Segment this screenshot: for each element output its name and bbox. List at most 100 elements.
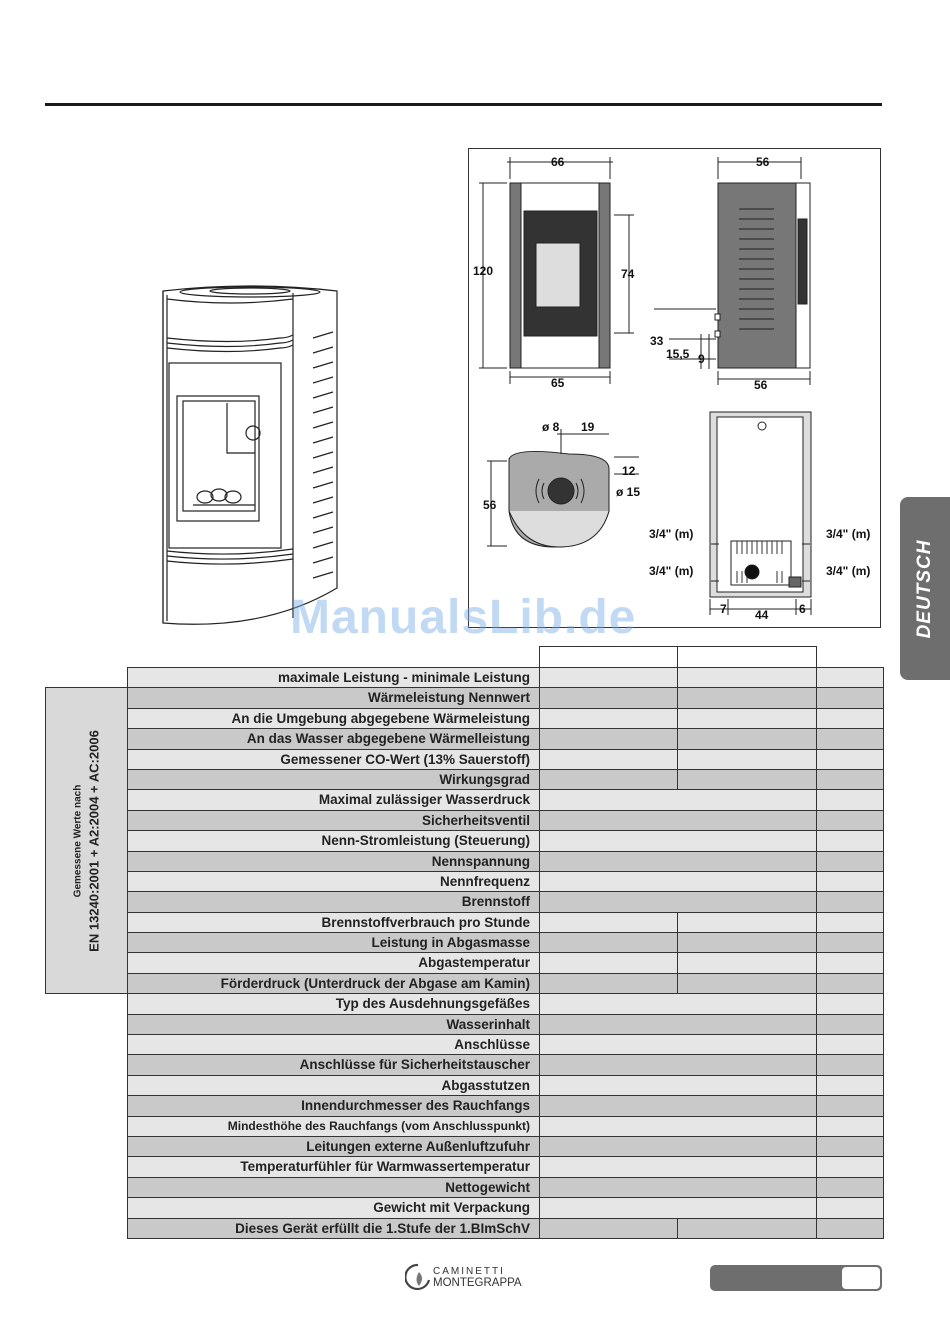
table-row: Wasserinhalt xyxy=(127,1013,884,1035)
value-cell xyxy=(539,688,677,708)
table-row: Nennfrequenz xyxy=(127,870,884,892)
watermark: ManualsLib.de xyxy=(290,591,637,644)
language-tab: DEUTSCH xyxy=(900,497,950,680)
unit-cell xyxy=(816,1136,884,1157)
value-cell xyxy=(539,1035,817,1055)
row-label: Mindesthöhe des Rauchfangs (vom Anschlus… xyxy=(127,1116,539,1136)
value-cell xyxy=(677,912,817,933)
unit-cell xyxy=(816,810,884,831)
unit-cell xyxy=(816,790,884,810)
flame-logo-icon xyxy=(404,1263,431,1291)
unit-cell xyxy=(816,994,884,1014)
dim-outlet-height: 33 xyxy=(650,334,664,348)
dimension-drawings: 66 120 74 65 56 56 33 15,5 9 ø 8 19 56 1… xyxy=(468,148,881,628)
row-label: Dieses Gerät erfüllt die 1.Stufe der 1.B… xyxy=(127,1218,539,1238)
table-row: Abgastemperatur xyxy=(127,952,884,973)
unit-cell xyxy=(816,1035,884,1055)
value-cell xyxy=(539,831,817,851)
table-row: Innendurchmesser des Rauchfangs xyxy=(127,1095,884,1116)
table-row: Leitungen externe Außenluftzufuhr xyxy=(127,1135,884,1157)
row-label: Gemessener CO-Wert (13% Sauerstoff) xyxy=(127,749,539,769)
value-cell xyxy=(677,749,817,769)
measurement-standard-panel: Gemessene Werte nach EN 13240:2001 + A2:… xyxy=(45,687,128,994)
brand-line2: MONTEGRAPPA xyxy=(433,1277,522,1289)
table-row: Anschlüsse xyxy=(127,1034,884,1055)
table-row: Brennstoffverbrauch pro Stunde xyxy=(127,911,884,933)
table-row: An die Umgebung abgegebene Wärmeleistung xyxy=(127,707,884,729)
row-end-border xyxy=(883,810,884,831)
row-label: maximale Leistung - minimale Leistung xyxy=(127,668,539,688)
row-label: Abgasstutzen xyxy=(127,1075,539,1096)
value-cell xyxy=(539,1055,817,1075)
value-cell xyxy=(539,953,677,973)
row-end-border xyxy=(883,1198,884,1218)
table-header-row xyxy=(127,646,884,667)
row-end-border xyxy=(883,1177,884,1198)
header-cell xyxy=(539,646,678,667)
table-row: Förderdruck (Unterdruck der Abgase am Ka… xyxy=(127,972,884,994)
row-end-border xyxy=(883,1157,884,1177)
value-cell xyxy=(539,973,677,994)
value-cell xyxy=(677,688,817,708)
row-label: An das Wasser abgegebene Wärmelleistung xyxy=(127,729,539,749)
row-end-border xyxy=(883,851,884,871)
dim-outlet-small: 9 xyxy=(698,352,705,366)
unit-cell xyxy=(816,933,884,953)
row-end-border xyxy=(883,933,884,953)
value-cell xyxy=(677,769,817,790)
table-row: Leistung in Abgasmasse xyxy=(127,932,884,953)
row-end-border xyxy=(883,729,884,749)
unit-cell xyxy=(816,688,884,708)
value-cell xyxy=(539,708,677,729)
row-label: Wärmeleistung Nennwert xyxy=(127,688,539,708)
dim-pipe-right-lower: 3/4" (m) xyxy=(826,564,870,578)
value-cell xyxy=(539,1177,817,1198)
dim-top-offset: 19 xyxy=(581,420,595,434)
table-row: An das Wasser abgegebene Wärmelleistung xyxy=(127,728,884,749)
unit-cell xyxy=(816,1116,884,1136)
dim-pipe-left-upper: 3/4" (m) xyxy=(649,527,693,541)
dim-door-height: 74 xyxy=(621,267,635,281)
table-row: Temperaturfühler für Warmwassertemperatu… xyxy=(127,1156,884,1177)
table-row: Mindesthöhe des Rauchfangs (vom Anschlus… xyxy=(127,1115,884,1136)
value-cell xyxy=(539,1157,817,1177)
value-cell xyxy=(539,1198,817,1218)
value-cell xyxy=(677,1218,817,1238)
value-cell xyxy=(539,749,677,769)
value-cell xyxy=(539,1096,817,1116)
value-cell xyxy=(539,729,677,749)
unit-cell xyxy=(816,1198,884,1218)
value-cell xyxy=(539,769,677,790)
value-cell xyxy=(539,1014,817,1035)
row-label: Brennstoff xyxy=(127,892,539,912)
unit-cell xyxy=(816,912,884,933)
dim-top-small: 12 xyxy=(622,464,636,478)
unit-cell xyxy=(816,1075,884,1096)
table-bottom-border xyxy=(127,1237,884,1239)
row-label: Leistung in Abgasmasse xyxy=(127,933,539,953)
language-tab-label: DEUTSCH xyxy=(914,539,935,638)
value-cell xyxy=(539,790,817,810)
table-row: Brennstoff xyxy=(127,891,884,912)
row-end-border xyxy=(883,1055,884,1075)
value-cell xyxy=(539,1075,817,1096)
row-end-border xyxy=(883,953,884,973)
dim-front-width-bottom: 65 xyxy=(551,376,565,390)
unit-cell xyxy=(816,953,884,973)
value-cell xyxy=(539,810,817,831)
value-cell xyxy=(539,912,677,933)
footer-logo: CAMINETTI MONTEGRAPPA xyxy=(404,1262,535,1296)
row-label: Innendurchmesser des Rauchfangs xyxy=(127,1096,539,1116)
dim-height: 120 xyxy=(473,264,493,278)
table-row: Dieses Gerät erfüllt die 1.Stufe der 1.B… xyxy=(127,1217,884,1238)
table-row: Wärmeleistung Nennwert xyxy=(127,687,884,708)
dim-pipe-left-lower: 3/4" (m) xyxy=(649,564,693,578)
value-cell xyxy=(677,953,817,973)
row-label: Sicherheitsventil xyxy=(127,810,539,831)
value-cell xyxy=(539,851,817,871)
unit-cell xyxy=(816,1177,884,1198)
table-row: Nennspannung xyxy=(127,850,884,871)
row-label: Leitungen externe Außenluftzufuhr xyxy=(127,1136,539,1157)
table-row: Gewicht mit Verpackung xyxy=(127,1197,884,1218)
value-cell xyxy=(539,892,817,912)
